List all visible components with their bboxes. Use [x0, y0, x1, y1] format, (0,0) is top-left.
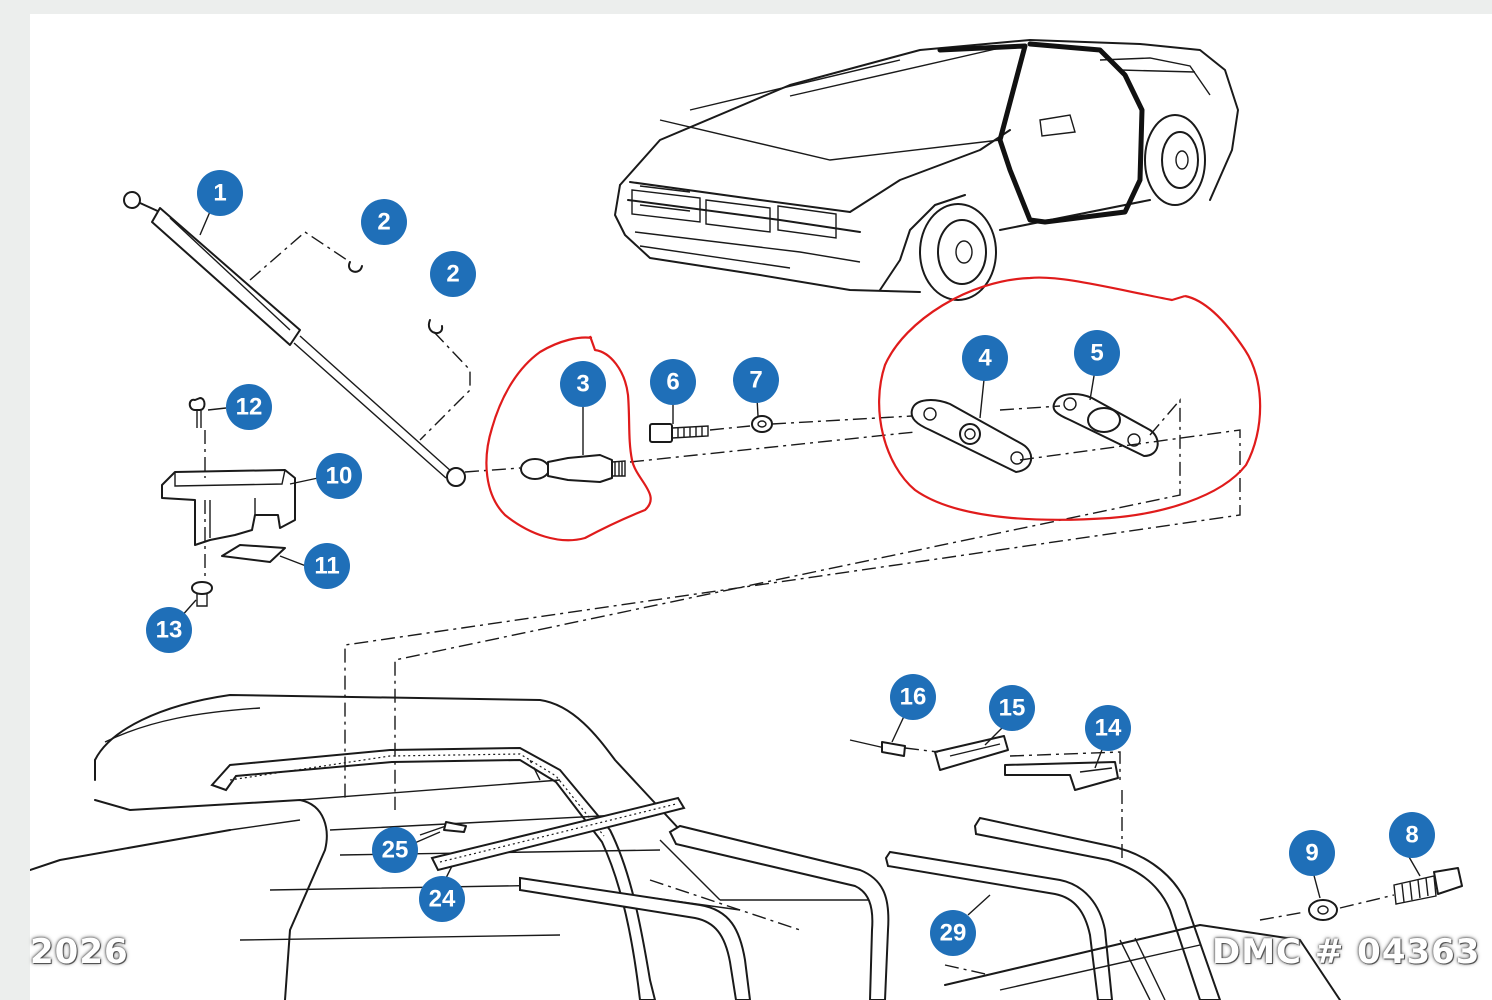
highlight-plates	[878, 276, 1262, 521]
bolt-and-washer	[649, 415, 773, 443]
callout-12: 12	[226, 384, 272, 430]
svg-text:15: 15	[999, 695, 1026, 722]
callout-8: 8	[1389, 812, 1435, 858]
mounting-plates	[910, 393, 1159, 473]
car-illustration	[614, 39, 1239, 301]
svg-text:7: 7	[749, 367, 762, 394]
diagram-sheet: 1 2 2 3 4 5 6 7 8 9 10 11 12 13 14 15 16…	[30, 14, 1492, 1000]
strut-clips	[348, 261, 444, 335]
callout-11: 11	[304, 543, 350, 589]
svg-text:5: 5	[1090, 340, 1103, 367]
gas-strut	[123, 191, 466, 487]
watermark-part-number: DMC # 04363	[1212, 932, 1481, 972]
highlight-annotations	[485, 276, 1262, 542]
stud-and-washer	[1308, 867, 1463, 921]
weatherstrip-clips	[849, 735, 1119, 791]
callout-6: 6	[650, 359, 696, 405]
svg-text:6: 6	[666, 369, 679, 396]
callout-7: 7	[733, 357, 779, 403]
callout-14: 14	[1085, 705, 1131, 751]
callout-4: 4	[962, 335, 1008, 381]
svg-text:29: 29	[940, 920, 967, 947]
callout-25: 25	[372, 827, 418, 873]
svg-text:10: 10	[326, 463, 353, 490]
svg-text:12: 12	[236, 394, 263, 421]
callout-29: 29	[930, 910, 976, 956]
svg-text:2: 2	[377, 209, 390, 236]
callout-9: 9	[1289, 830, 1335, 876]
svg-text:2: 2	[446, 261, 459, 288]
svg-text:14: 14	[1095, 715, 1122, 742]
callout-5: 5	[1074, 330, 1120, 376]
bracket-assembly	[161, 397, 296, 607]
callout-24: 24	[419, 876, 465, 922]
watermark-year: 2026	[30, 932, 129, 972]
svg-text:24: 24	[429, 886, 456, 913]
svg-text:25: 25	[382, 837, 409, 864]
callout-16: 16	[890, 674, 936, 720]
callout-2-lower: 2	[430, 251, 476, 297]
svg-text:3: 3	[576, 371, 589, 398]
svg-text:1: 1	[213, 180, 226, 207]
leader-lines	[204, 231, 1395, 976]
callout-leaders	[179, 199, 1421, 916]
svg-text:11: 11	[314, 553, 339, 580]
svg-text:4: 4	[978, 345, 992, 372]
svg-text:16: 16	[900, 684, 927, 711]
ball-stud	[520, 454, 626, 483]
callout-15: 15	[989, 685, 1035, 731]
callout-10: 10	[316, 453, 362, 499]
svg-text:9: 9	[1305, 840, 1318, 867]
svg-text:8: 8	[1405, 822, 1418, 849]
callout-2-upper: 2	[361, 199, 407, 245]
callout-13: 13	[146, 607, 192, 653]
svg-text:13: 13	[156, 617, 183, 644]
highlight-ball-stud	[485, 335, 652, 542]
callout-3: 3	[560, 361, 606, 407]
callout-1: 1	[197, 170, 243, 216]
exploded-parts-diagram: 1 2 2 3 4 5 6 7 8 9 10 11 12 13 14 15 16…	[30, 39, 1463, 1000]
rear-body-section	[30, 694, 1341, 1000]
